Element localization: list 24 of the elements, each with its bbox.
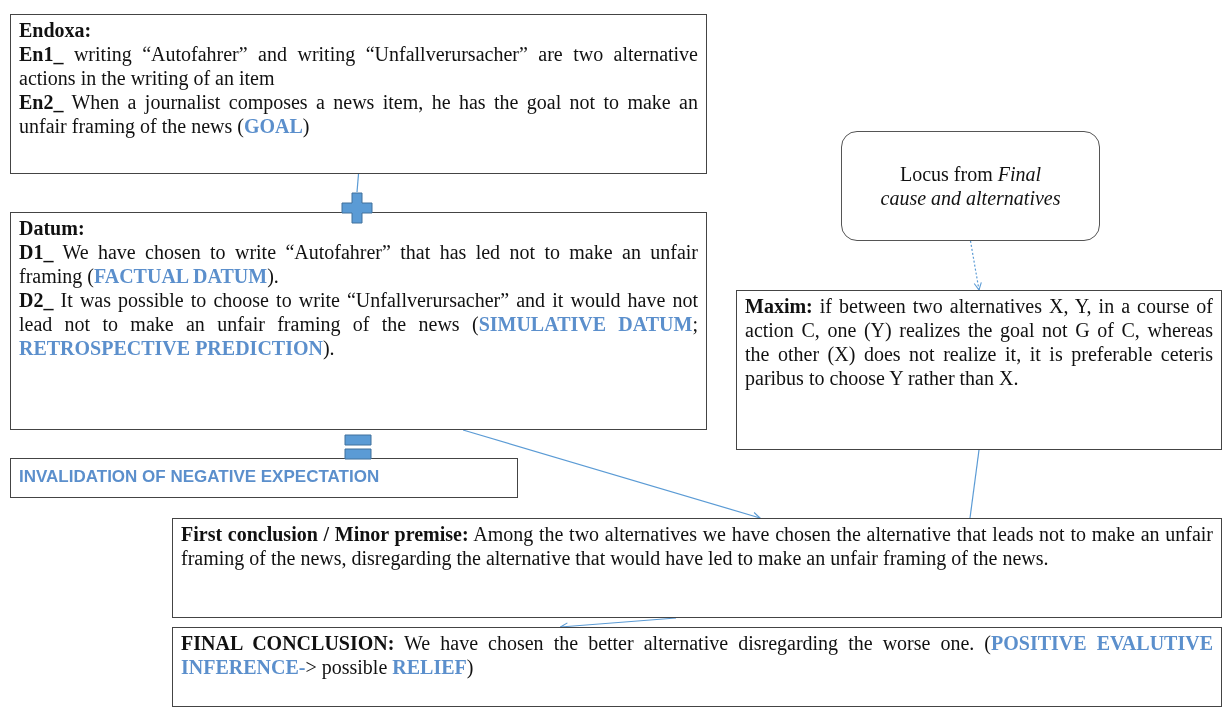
node-text: En1_ writing “Autofahrer” and writing “Unfallverursacher” are two alternative actions in the writing of an item — [19, 42, 698, 90]
node-text: D2_ It was possible to choose to write “Unfallverursacher” and it would have not lead not to make an unfair framing of the news (SIMULATIVE DATUM; RETROSPECTIVE PREDICTION). — [19, 288, 698, 360]
node-text: First conclusion / Minor premise: Among the two alternatives we have chosen the alternative that leads not to make an unfair framing of the news, disregarding the alternative that would have led to make an unfair framing of the news. — [181, 522, 1213, 570]
node-text: En2_ When a journalist composes a news item, he has the goal not to make an unfair framing of the news (GOAL) — [19, 90, 698, 138]
node-text: D1_ We have chosen to write “Autofahrer” that has led not to make an unfair framing (FACTUAL DATUM). — [19, 240, 698, 288]
text-box — [736, 290, 1222, 450]
text-box — [10, 458, 518, 498]
text-box — [172, 518, 1222, 618]
connector-line — [969, 449, 980, 519]
rounded-box — [841, 131, 1100, 241]
equals-icon — [341, 434, 375, 462]
node-text: Maxim: if between two alternatives X, Y, in a course of action C, one (Y) realizes the goal not G of C, whereas the other (X) does not realize it, it is preferable ceteris paribus to choose Y rather than X. — [745, 294, 1213, 390]
text-box — [10, 212, 707, 430]
text-box — [172, 627, 1222, 707]
connector-line — [356, 173, 360, 193]
arrow — [462, 429, 761, 520]
text-box — [10, 14, 707, 174]
arrow — [969, 240, 982, 291]
plus-icon — [341, 192, 373, 224]
node-text: Locus from Final cause and alternatives — [880, 162, 1061, 210]
heading: Datum: — [19, 216, 86, 240]
node-text: INVALIDATION OF NEGATIVE EXPECTATION — [19, 466, 381, 488]
heading: Endoxa: — [19, 18, 93, 42]
node-text: FINAL CONCLUSION: We have chosen the better alternative disregarding the worse one. (POSITIVE EVALUTIVE INFERENCE-> possible RELIEF) — [181, 631, 1213, 679]
